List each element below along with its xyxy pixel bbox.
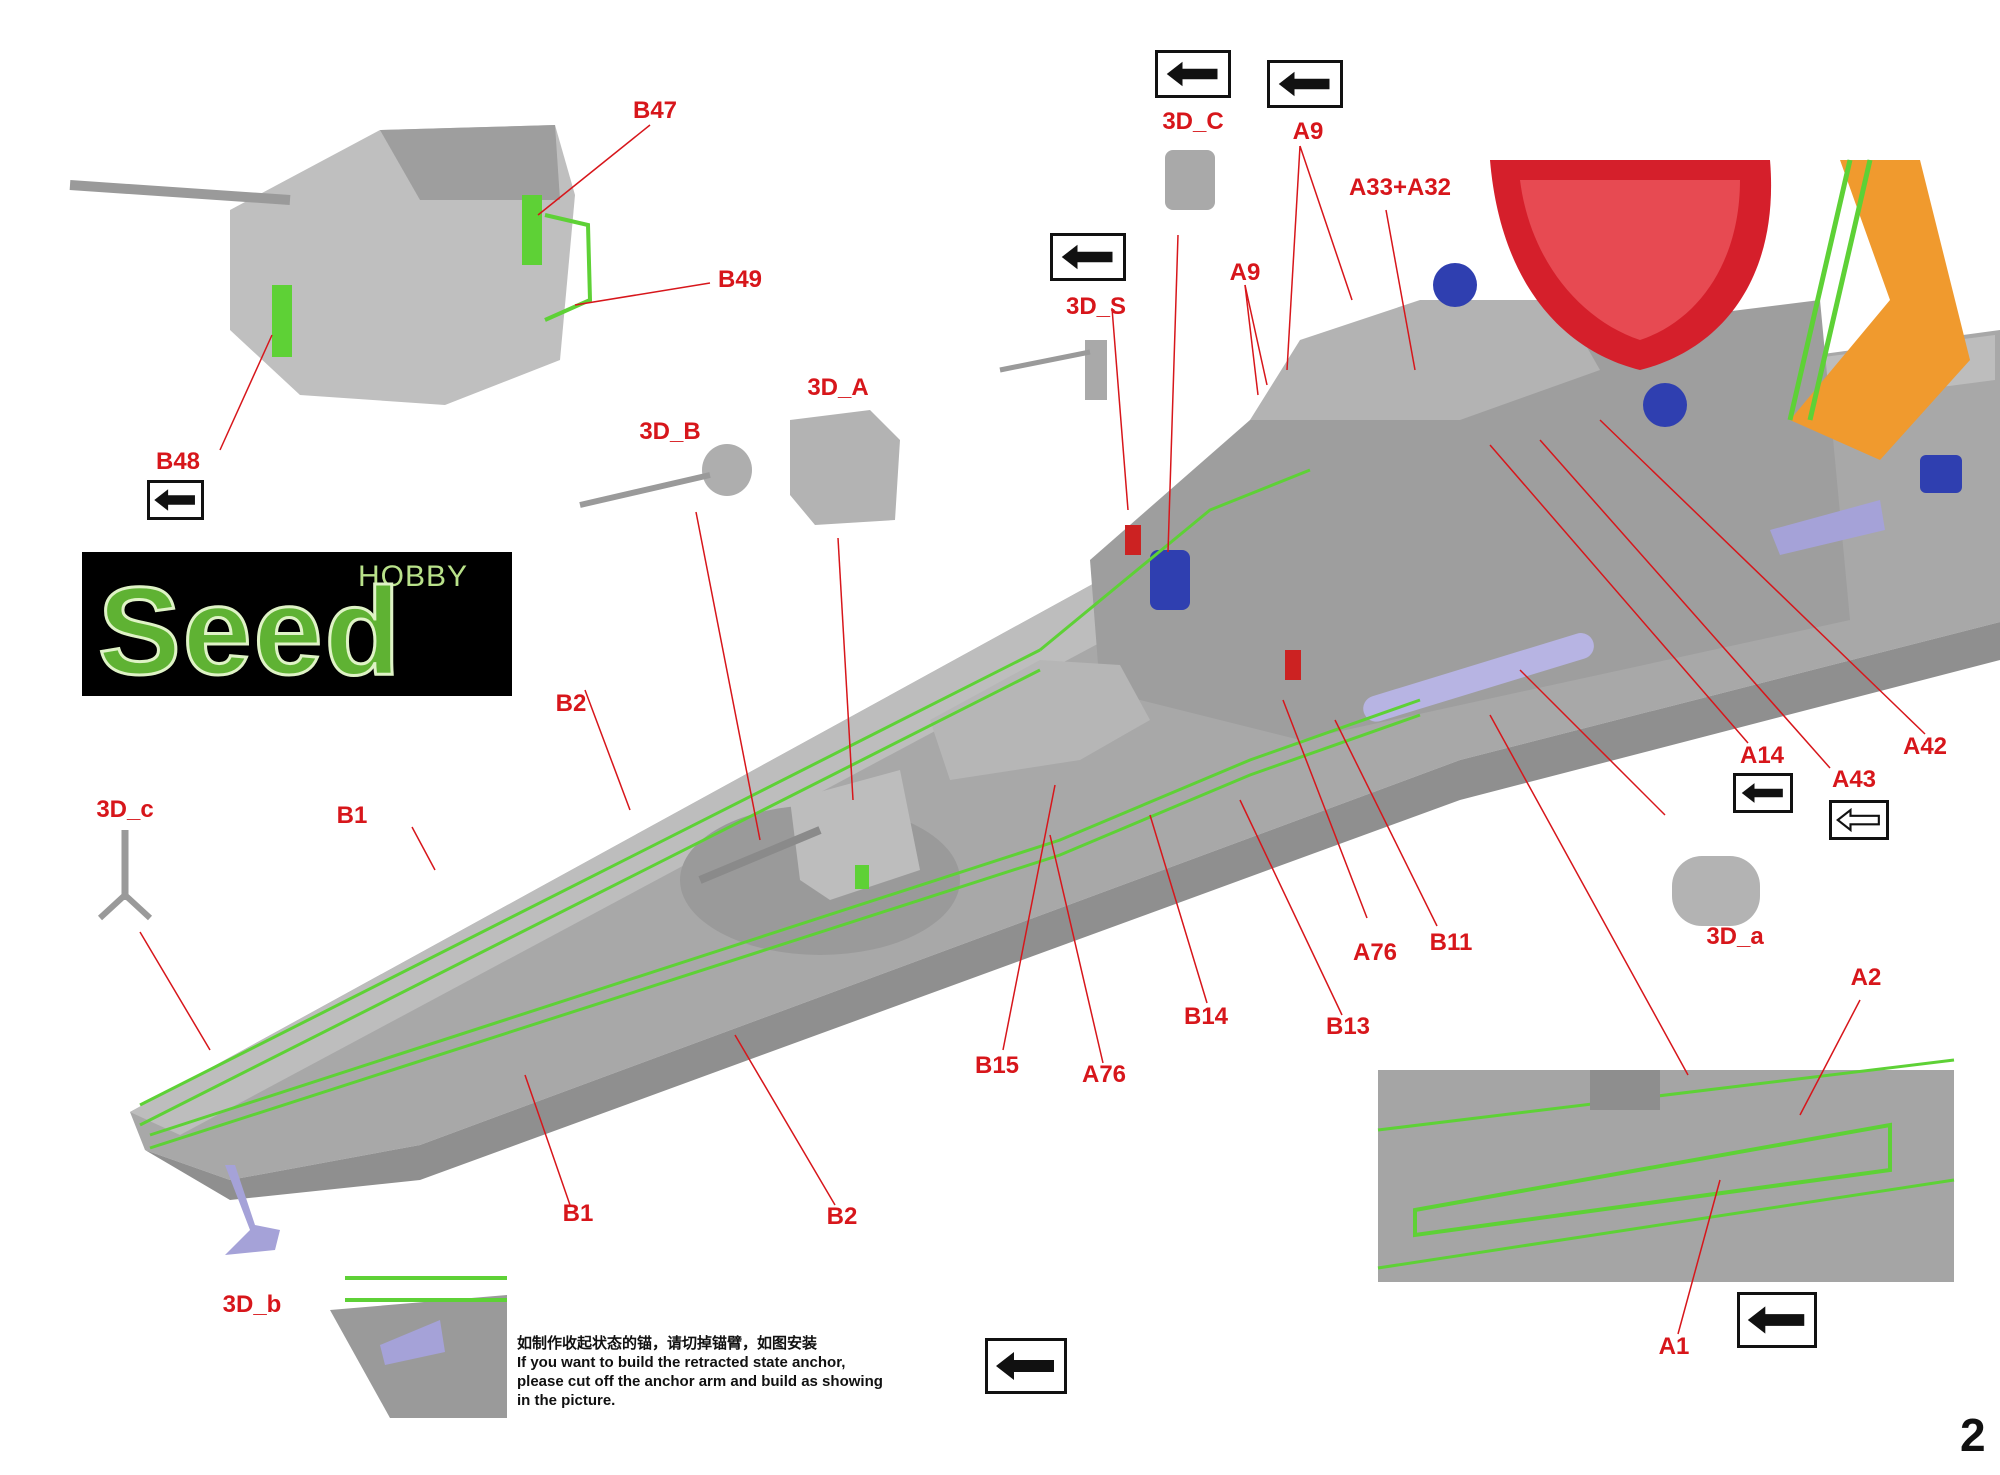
part-3d-c [1165,150,1215,210]
page-number: 2 [1960,1409,1986,1461]
direction-arrow-icon [147,480,204,520]
label-a1: A1 [1658,1333,1690,1360]
label-b49: B49 [717,266,763,293]
part-3d-c-small [97,830,153,921]
label-a2: A2 [1850,964,1882,991]
label-b11: B11 [1429,929,1473,956]
label-a43: A43 [1831,766,1877,793]
label-3d-a: 3D_A [807,374,869,401]
label-3d-c-lower: 3D_c [96,796,154,823]
deck-detail-inset [1377,1058,1955,1282]
part-3d-a-small [1672,856,1760,926]
forward-turret [680,770,960,955]
anchor [225,1165,280,1255]
label-3d-s: 3D_S [1065,293,1127,320]
anchor-instruction-note: 如制作收起状态的锚，请切掉锚臂，如图安装 If you want to buil… [517,1334,987,1410]
mast [1787,159,1970,460]
label-b1-upper: B1 [336,802,368,829]
red-guns [1125,525,1301,680]
label-b15: B15 [974,1052,1020,1079]
boat [1770,500,1885,555]
direction-arrow-icon [985,1338,1067,1394]
direction-arrow-icon [1267,60,1343,108]
turret-inset [69,125,593,405]
label-a76-right: A76 [1352,939,1398,966]
part-3d-b [579,444,752,508]
label-b13: B13 [1325,1013,1371,1040]
note-english-line-3: in the picture. [517,1392,616,1409]
direction-arrow-icon [1050,233,1126,281]
direction-arrow-icon [1737,1292,1817,1348]
blue-mounts [1150,263,1962,610]
radome [1490,160,1772,370]
note-english-line-2: please cut off the anchor arm and build … [517,1373,883,1390]
brand-logo: HOBBY Seed [82,552,512,696]
label-3d-b-small: 3D_b [222,1291,282,1318]
label-b1-lower: B1 [562,1200,594,1227]
label-3d-a-small: 3D_a [1706,923,1764,950]
note-chinese: 如制作收起状态的锚，请切掉锚臂，如图安装 [517,1335,818,1352]
label-b14: B14 [1183,1003,1229,1030]
part-3d-s [999,340,1107,400]
railings [139,468,1421,1150]
label-a42: A42 [1902,733,1948,760]
logo-word: Seed [96,563,403,701]
leader-lines [139,124,1926,1335]
direction-arrow-icon [1733,773,1793,813]
label-a9-top: A9 [1292,118,1324,145]
label-a14: A14 [1739,742,1785,769]
label-b2-lower: B2 [826,1203,858,1230]
label-a33-a32: A33+A32 [1348,174,1452,201]
note-english-line-1: If you want to build the retracted state… [517,1354,846,1371]
label-a76-left: A76 [1081,1061,1127,1088]
part-3d-a [790,410,900,525]
logo-hobby-text: HOBBY [357,560,468,593]
label-3d-b: 3D_B [639,418,701,445]
label-3d-c-upper: 3D_C [1162,108,1224,135]
direction-arrow-icon [1829,800,1889,840]
label-b47: B47 [632,97,678,124]
retracted-anchor-inset [330,1276,507,1418]
label-b48: B48 [155,448,201,475]
label-b2-upper: B2 [555,690,587,717]
label-a9-mid: A9 [1229,259,1261,286]
life-rafts [1363,633,1594,722]
direction-arrow-icon [1155,50,1231,98]
